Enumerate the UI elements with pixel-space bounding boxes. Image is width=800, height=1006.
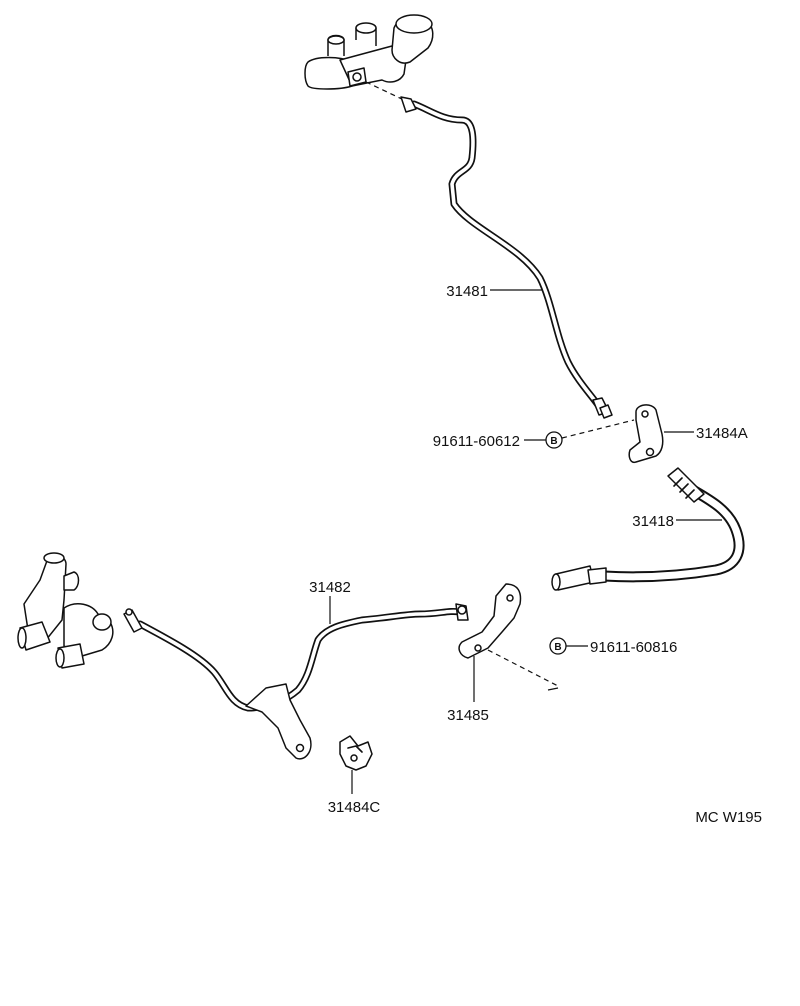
label-31484a: 31484A (696, 425, 748, 442)
bracket-31485 (458, 583, 522, 659)
pipe-bracket-lower (245, 683, 312, 760)
clutch-pipe-upper (400, 96, 613, 419)
mount-dash-lower-tick (547, 687, 559, 691)
bracket-31484a (628, 404, 664, 464)
dash-bolt-upper (561, 419, 635, 439)
clutch-pipe-lower (123, 603, 469, 712)
drawing-code: MC W195 (695, 809, 762, 826)
clutch-hose (551, 467, 745, 591)
label-31481: 31481 (446, 283, 488, 300)
bolt-marker-upper-letter: B (550, 436, 557, 447)
label-31485: 31485 (447, 707, 489, 724)
bolt-marker-lower-letter: B (554, 642, 561, 653)
bolt-marker-lower: B (549, 637, 567, 655)
label-91611-60816: 91611-60816 (590, 639, 677, 656)
label-31484c: 31484C (328, 799, 381, 816)
release-cylinder (17, 552, 114, 669)
clip-31484c (339, 735, 373, 771)
master-cylinder (304, 14, 434, 90)
label-31482: 31482 (309, 579, 351, 596)
mount-dash-lower (487, 649, 559, 687)
mount-dash-upper (365, 81, 405, 101)
label-31418: 31418 (632, 513, 674, 530)
bolt-marker-upper: B (545, 431, 563, 449)
label-91611-60612: 91611-60612 (433, 433, 520, 450)
